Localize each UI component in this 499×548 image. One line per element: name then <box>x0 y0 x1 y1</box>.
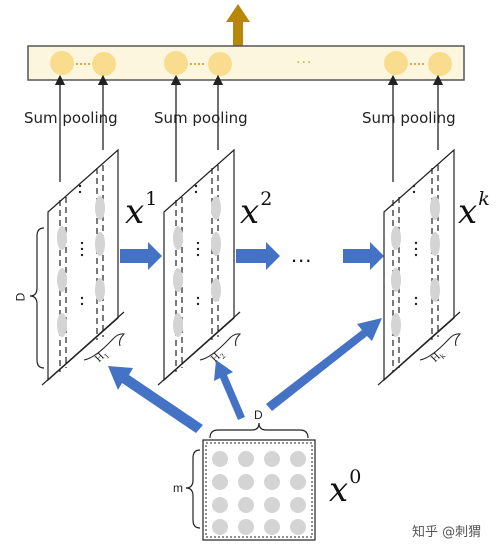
layer-ellipsis: ... <box>291 242 313 267</box>
xk-base: x <box>458 192 478 232</box>
output-node <box>50 51 74 75</box>
x0-d-brace <box>209 422 309 439</box>
output-node <box>164 51 188 75</box>
x0-label: x0 <box>329 467 361 510</box>
xk-label: xk <box>458 189 490 232</box>
sum-pooling-label-1: Sum pooling <box>24 109 118 127</box>
output-node <box>428 52 452 76</box>
output-node <box>384 51 408 75</box>
x1-label: x1 <box>125 189 157 232</box>
sum-pooling-label-3: Sum pooling <box>362 109 456 127</box>
x0-m-brace <box>185 449 201 529</box>
pooling-arrows <box>54 74 444 182</box>
watermark: 知乎 @刺猬 <box>412 525 482 540</box>
x0-base: x <box>329 470 349 510</box>
x2-sup: 2 <box>260 187 273 210</box>
output-arrow <box>226 4 250 46</box>
x0-d-label: D <box>254 408 263 422</box>
d-brace <box>29 227 45 369</box>
output-node <box>92 52 116 76</box>
hk-brace <box>419 333 462 361</box>
xk-vdots <box>412 184 418 306</box>
x2-base: x <box>240 192 260 232</box>
blue-arrows <box>108 242 384 433</box>
sum-pooling-label-2: Sum pooling <box>154 109 248 127</box>
x0-sup: 0 <box>349 465 362 488</box>
xk-sup: k <box>478 187 490 210</box>
x2-cells <box>173 196 221 337</box>
output-node <box>208 52 232 76</box>
d-side-label: D <box>13 292 28 302</box>
output-ellipsis: ... <box>296 50 313 67</box>
feature-map-x1 <box>41 148 125 386</box>
feature-map-x2 <box>157 148 241 386</box>
x0-matrix <box>202 439 316 541</box>
x1-base: x <box>125 192 145 232</box>
x1-cells <box>57 196 105 337</box>
x2-label: x2 <box>240 189 272 232</box>
feature-map-xk <box>377 148 461 386</box>
h2-brace <box>199 333 242 361</box>
x2-vdots <box>194 184 200 306</box>
output-nodes <box>50 51 452 76</box>
xk-cells <box>391 196 440 337</box>
x0-m-label: m <box>173 481 183 495</box>
x1-sup: 1 <box>145 187 158 210</box>
x1-vdots <box>78 184 84 306</box>
h1-brace <box>83 333 126 361</box>
